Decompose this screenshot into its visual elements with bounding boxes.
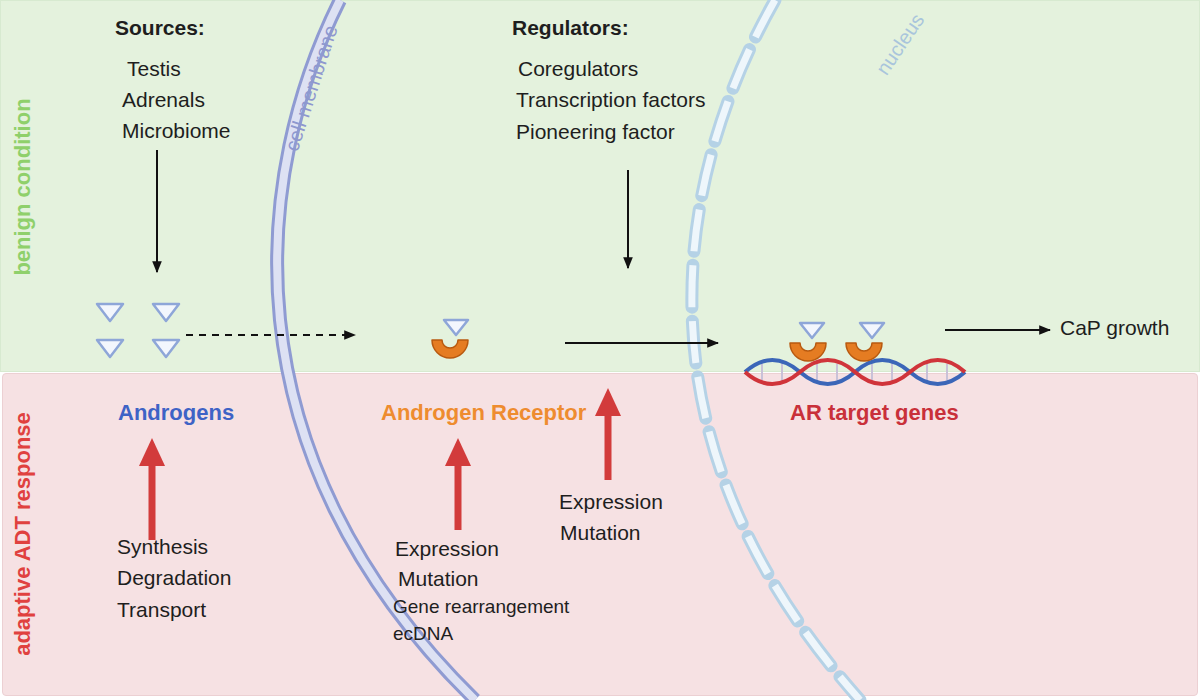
- red-arrow-shaft: [605, 412, 612, 480]
- list-item: Testis: [127, 57, 181, 80]
- list-item: Adrenals: [122, 88, 205, 111]
- band-label: benign condition: [10, 98, 36, 275]
- structure-label: cell membrane: [280, 22, 341, 154]
- dna-strand: [745, 360, 965, 384]
- list-item: Transcription factors: [516, 88, 705, 111]
- list-item: Microbiome: [122, 119, 231, 142]
- list-item: Mutation: [398, 567, 479, 590]
- list-heading: Regulators:: [512, 16, 629, 39]
- component-heading: AR target genes: [790, 401, 959, 425]
- red-arrow-head: [445, 438, 471, 466]
- component-heading: Androgens: [118, 401, 234, 425]
- dna-rung: [816, 362, 818, 382]
- androgen-icon: [153, 340, 179, 357]
- dna-rung: [836, 364, 838, 380]
- sources-arrow: [156, 150, 158, 272]
- dna-rung: [781, 362, 783, 382]
- red-arrow-shaft: [455, 462, 462, 530]
- membrane-inner: [277, 0, 475, 700]
- nucleus-envelope-outer: [692, 0, 860, 700]
- dna-strand: [745, 360, 965, 384]
- regulators-arrow: [627, 170, 629, 268]
- androgen-icon: [444, 320, 468, 335]
- androgen-icon: [800, 323, 824, 338]
- dna-rung: [891, 362, 893, 382]
- membrane-outer: [277, 0, 475, 700]
- list-item: Gene rearrangement: [393, 597, 569, 618]
- entry-dashed-arrow: [186, 334, 355, 336]
- condition-band: benign condition: [0, 0, 1200, 372]
- structure-label: nucleus: [872, 9, 929, 78]
- band-label: adaptive ADT response: [10, 412, 36, 656]
- androgen-icon: [153, 304, 179, 321]
- red-arrow-shaft: [149, 462, 156, 540]
- list-item: Coregulators: [518, 57, 638, 80]
- list-item: Expression: [395, 537, 499, 560]
- list-item: Synthesis: [117, 535, 208, 558]
- androgen-icon: [97, 304, 123, 321]
- list-item: ecDNA: [393, 624, 453, 645]
- receptor-icon: [846, 343, 882, 361]
- dna-rung: [946, 364, 948, 380]
- receptor-icon: [790, 343, 826, 361]
- list-item: CaP growth: [1060, 316, 1169, 339]
- list-item: Expression: [559, 490, 663, 513]
- dna-rungs: [762, 362, 947, 382]
- dna-rung: [761, 364, 763, 380]
- component-heading: Androgen Receptor: [381, 401, 586, 425]
- nucleus-envelope-inner: [692, 0, 860, 700]
- dna-rung: [871, 364, 873, 380]
- receptor-icon: [432, 340, 468, 358]
- dna-rung: [926, 362, 928, 382]
- list-item: Degradation: [117, 566, 231, 589]
- list-item: Transport: [117, 598, 206, 621]
- list-heading: Sources:: [115, 16, 205, 39]
- androgen-icon: [97, 340, 123, 357]
- red-arrow-head: [139, 438, 165, 466]
- androgen-icon: [860, 323, 884, 338]
- list-item: Mutation: [560, 521, 641, 544]
- red-arrow-head: [595, 388, 621, 416]
- growth-arrow: [945, 329, 1050, 331]
- translocation-arrow: [565, 342, 718, 344]
- list-item: Pioneering factor: [516, 120, 675, 143]
